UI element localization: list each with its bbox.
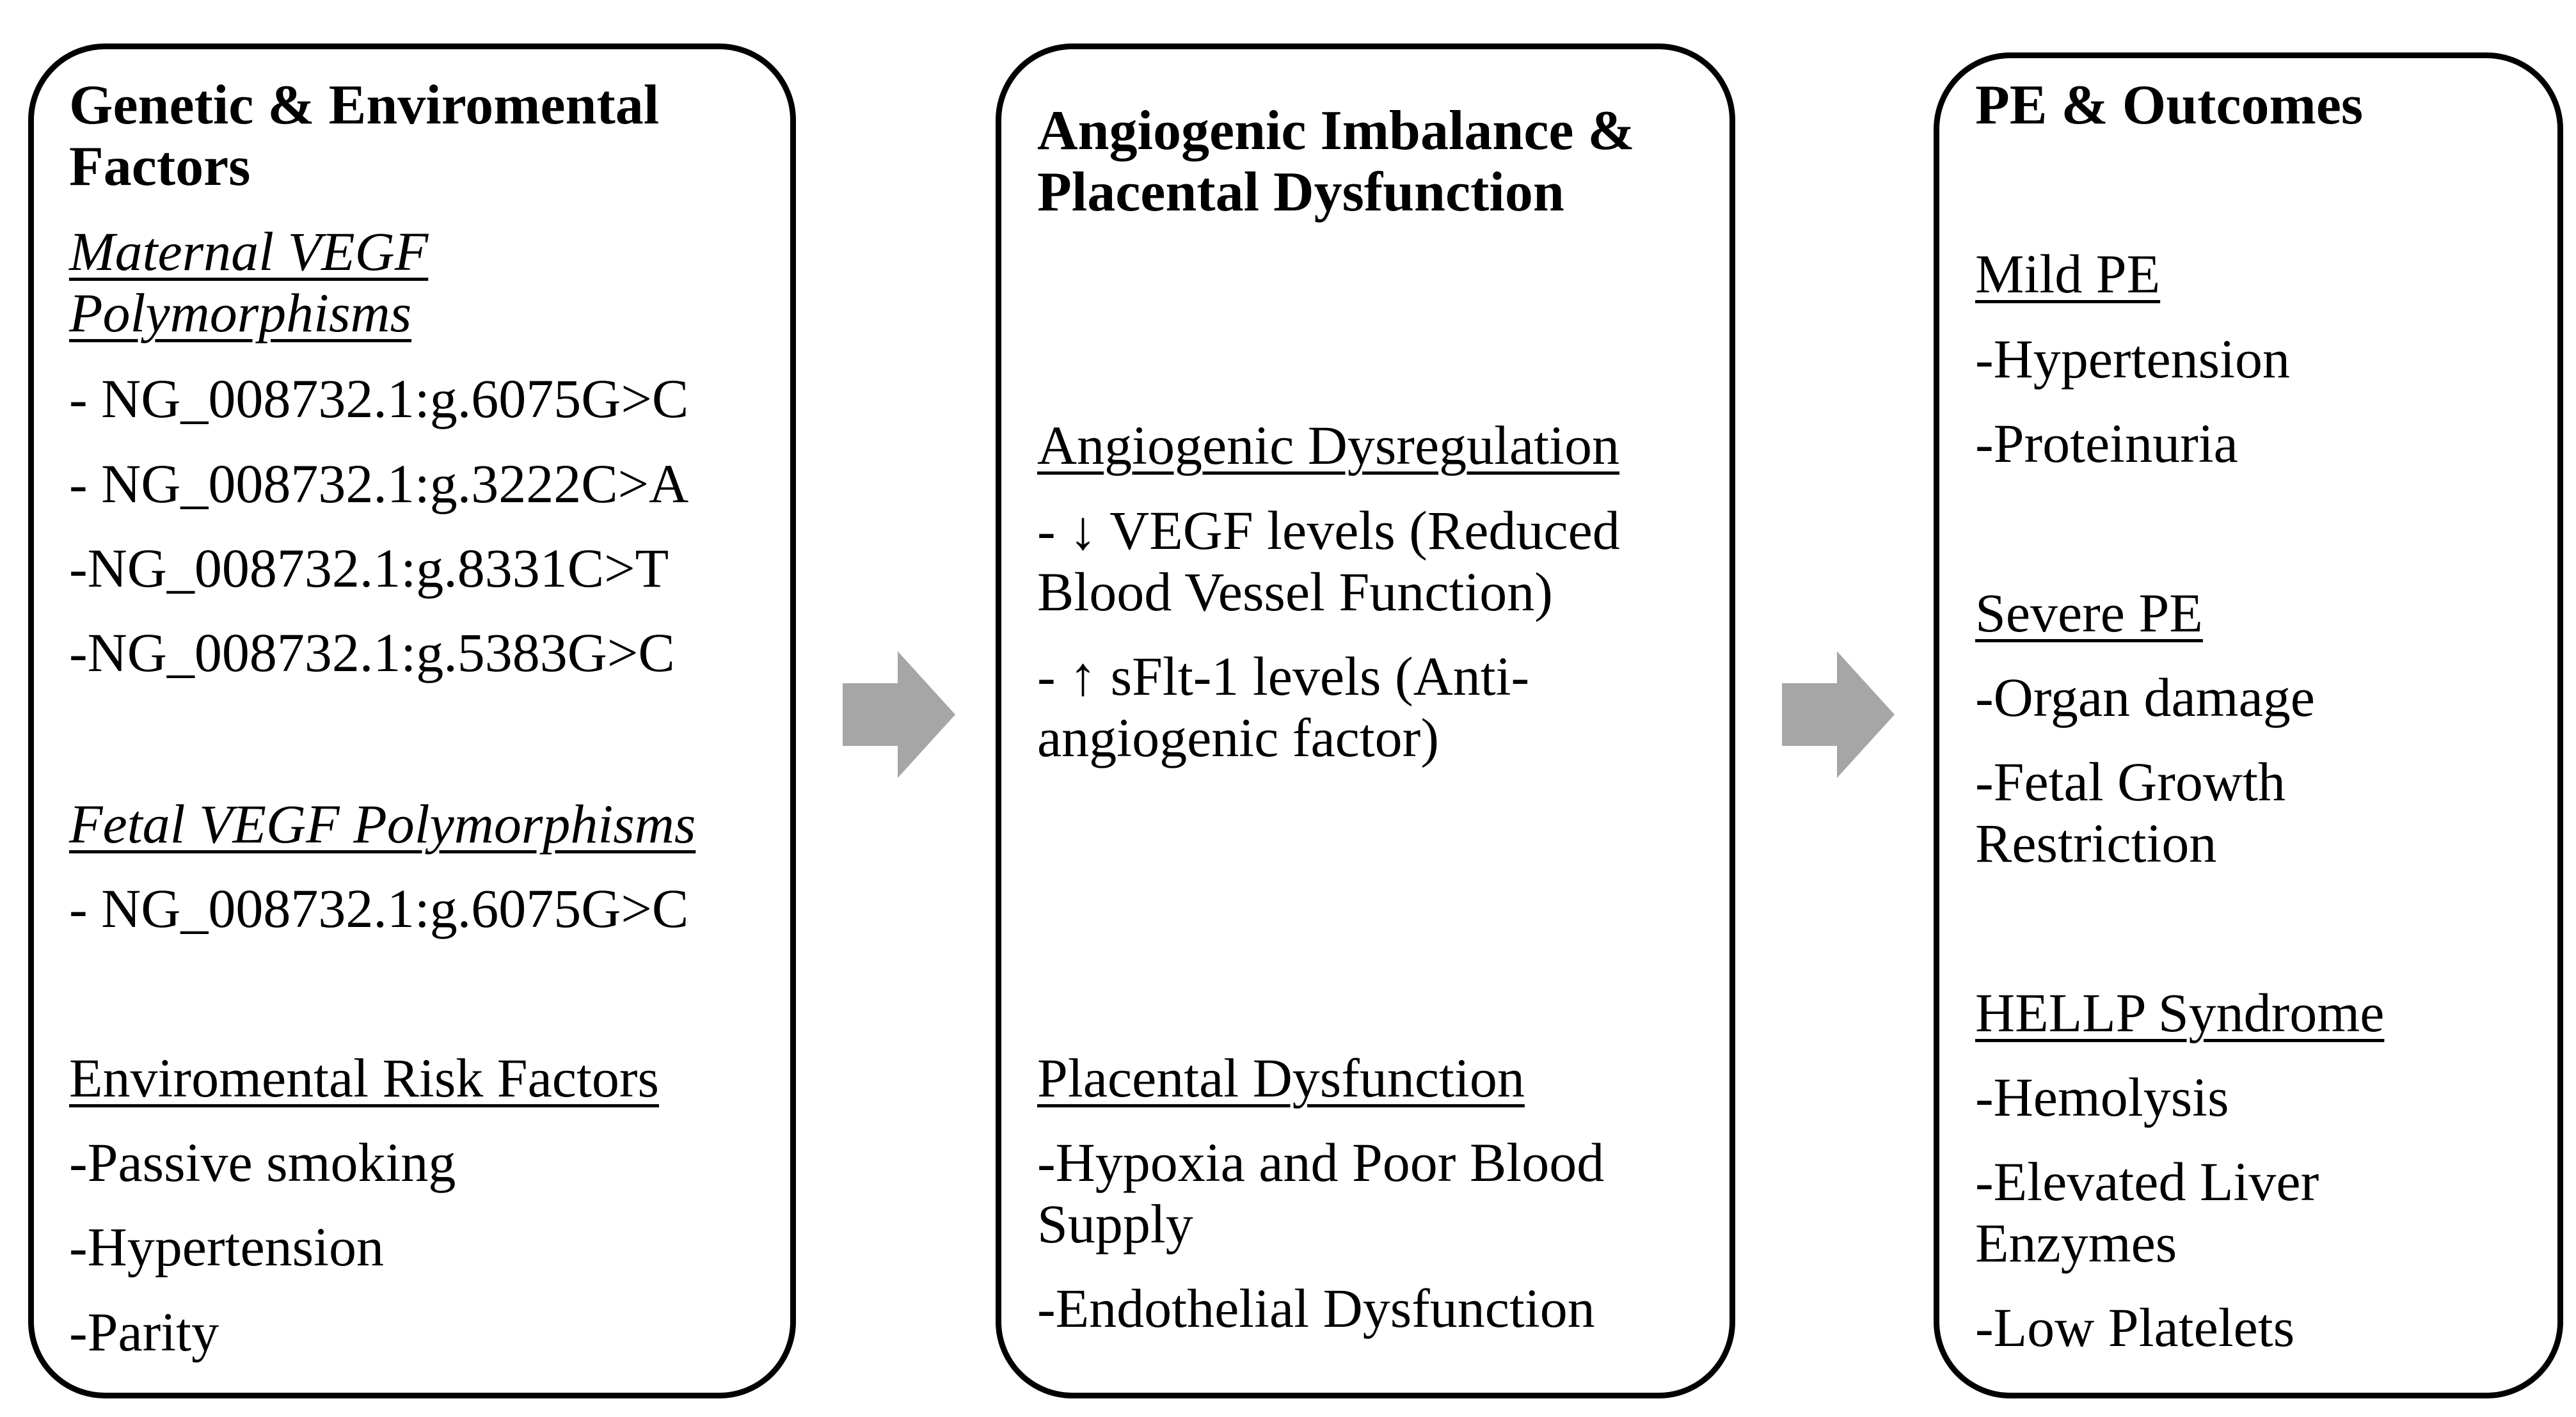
dysregulation-item-line2: angiogenic factor): [1037, 707, 1439, 768]
right-arrow-icon: [1782, 651, 1895, 778]
middle-box-title-line1: Angiogenic Imbalance &: [1037, 100, 1635, 162]
severe-pe-item-line1: -Organ damage: [1975, 667, 2315, 728]
severe-pe-heading: Severe PE: [1975, 582, 2203, 644]
env-heading: Enviromental Risk Factors: [69, 1047, 659, 1109]
middle-box-title-line2: Placental Dysfunction: [1037, 161, 1564, 223]
maternal-item: -NG_008732.1:g.5383G>C: [69, 622, 675, 683]
hellp-item-line2: Enzymes: [1975, 1212, 2177, 1274]
maternal-heading-line1: Maternal VEGF: [69, 221, 429, 282]
left-box-title-line2: Factors: [69, 136, 251, 198]
mild-pe-item: -Hypertension: [1975, 328, 2290, 390]
fetal-heading: Fetal VEGF Polymorphisms: [69, 793, 696, 855]
env-item: -Parity: [69, 1301, 219, 1363]
angiogenic-imbalance-box: [996, 44, 1735, 1398]
severe-pe-item-line1: -Fetal Growth: [1975, 751, 2286, 812]
mild-pe-heading: Mild PE: [1975, 243, 2161, 305]
maternal-item: - NG_008732.1:g.6075G>C: [69, 368, 689, 429]
arrow-shape: [843, 651, 955, 778]
maternal-item: - NG_008732.1:g.3222C>A: [69, 453, 689, 514]
fetal-item: - NG_008732.1:g.6075G>C: [69, 878, 689, 939]
hellp-heading: HELLP Syndrome: [1975, 982, 2385, 1043]
dysregulation-item-line2: Blood Vessel Function): [1037, 561, 1553, 622]
maternal-item: -NG_008732.1:g.8331C>T: [69, 537, 669, 599]
env-item: -Hypertension: [69, 1216, 384, 1278]
hellp-item-line1: -Hemolysis: [1975, 1066, 2229, 1128]
left-box-title-line1: Genetic & Enviromental: [69, 74, 660, 136]
severe-pe-item-line2: Restriction: [1975, 812, 2217, 874]
right-box-title: PE & Outcomes: [1975, 74, 2364, 136]
placental-item-line2: Supply: [1037, 1193, 1193, 1255]
placental-item-line1: -Hypoxia and Poor Blood: [1037, 1132, 1605, 1193]
dysregulation-item-line1: - ↑ sFlt-1 levels (Anti-: [1037, 645, 1530, 707]
env-item: -Passive smoking: [69, 1132, 456, 1193]
hellp-item-line1: -Elevated Liver: [1975, 1151, 2319, 1212]
dysregulation-item-line1: - ↓ VEGF levels (Reduced: [1037, 500, 1620, 561]
pe-outcomes-box: [1934, 52, 2563, 1398]
dysregulation-heading: Angiogenic Dysregulation: [1037, 415, 1619, 476]
right-arrow-icon: [843, 651, 955, 778]
hellp-item-line1: -Low Platelets: [1975, 1297, 2295, 1358]
arrow-shape: [1782, 651, 1895, 778]
placental-item-line1: -Endothelial Dysfunction: [1037, 1278, 1595, 1339]
genetic-environmental-factors-box: [28, 44, 796, 1398]
placental-heading: Placental Dysfunction: [1037, 1047, 1525, 1109]
maternal-heading-line2: Polymorphisms: [69, 282, 412, 344]
mild-pe-item: -Proteinuria: [1975, 413, 2238, 474]
